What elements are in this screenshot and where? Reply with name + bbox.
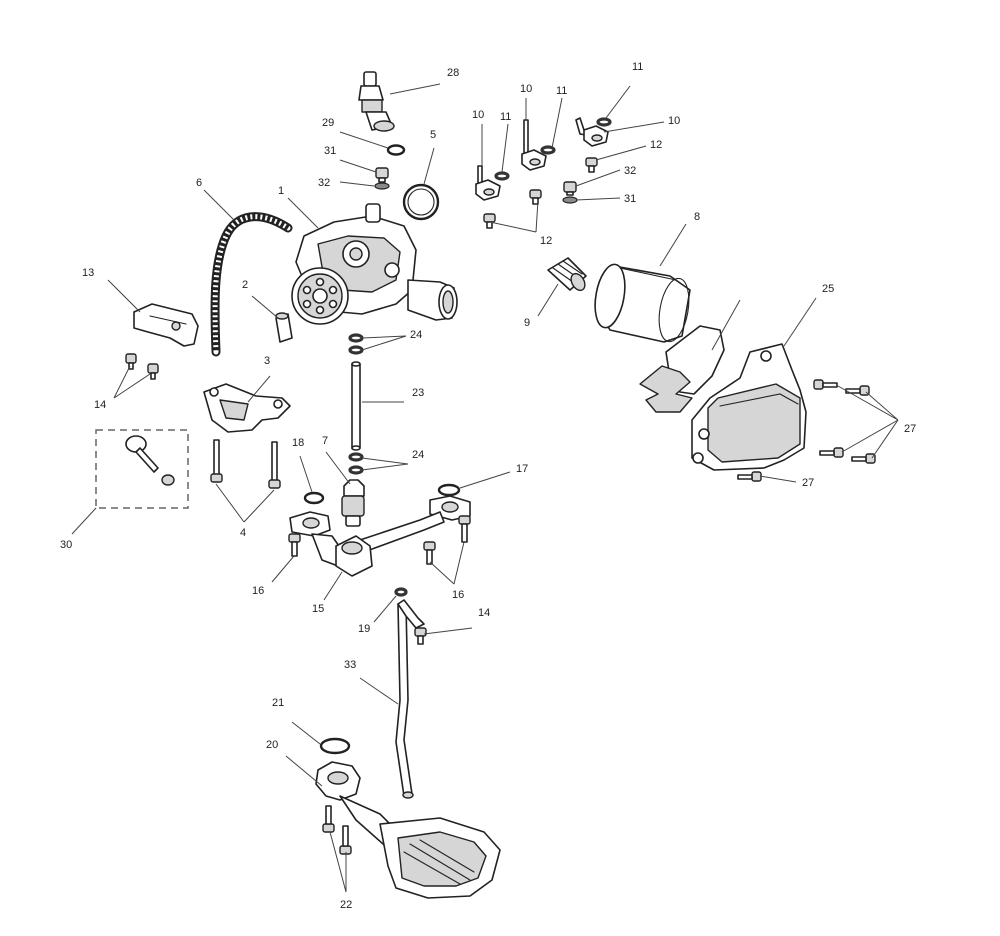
callout-32-right: 32 <box>624 165 636 177</box>
part-6-drive-chain[interactable] <box>210 212 293 357</box>
callout-6: 6 <box>196 177 202 189</box>
part-32-bolt-right[interactable] <box>563 181 577 196</box>
part-25-oil-cooler[interactable] <box>691 343 807 471</box>
callout-15: 15 <box>312 603 324 615</box>
part-18-o-ring[interactable] <box>303 491 325 505</box>
part-11-washer-jet-middle[interactable] <box>540 145 556 155</box>
part-1-oil-pump[interactable] <box>291 203 458 325</box>
callout-31-left: 31 <box>324 145 336 157</box>
part-8-oil-filter[interactable] <box>591 262 694 344</box>
part-30-kit-outline <box>95 429 189 509</box>
part-19-o-ring[interactable] <box>394 587 408 597</box>
part-10-oil-jet-right[interactable] <box>575 117 609 147</box>
callout-11-left: 11 <box>500 111 511 123</box>
part-3-chain-guide[interactable] <box>203 383 291 433</box>
part-30-kit[interactable] <box>125 435 175 486</box>
callout-14-right: 14 <box>478 607 490 619</box>
callout-24-upper: 24 <box>410 329 422 341</box>
callout-22: 22 <box>340 899 352 911</box>
part-20-oil-strainer[interactable] <box>315 761 501 899</box>
part-oil-cooler-gasket[interactable] <box>639 325 725 413</box>
part-31-washer-right[interactable] <box>562 196 578 204</box>
callout-13: 13 <box>82 267 94 279</box>
part-12-bolt-jet-right[interactable] <box>585 157 598 173</box>
part-14-bolt-right[interactable] <box>414 627 427 645</box>
part-22-bolts[interactable] <box>322 805 352 855</box>
part-11-washer-jet-left[interactable] <box>494 171 510 181</box>
callout-labels: 28 29 31 32 5 1 6 2 13 3 14 4 30 24 23 2… <box>60 61 916 911</box>
part-7-relief-valve[interactable] <box>341 479 365 527</box>
callout-33: 33 <box>344 659 356 671</box>
callout-24-lower: 24 <box>412 449 424 461</box>
callout-18: 18 <box>292 437 304 449</box>
callout-3: 3 <box>264 355 270 367</box>
part-14-bolts-left[interactable] <box>125 353 159 380</box>
callout-11-right: 11 <box>632 61 643 73</box>
callout-17: 17 <box>516 463 528 475</box>
part-32-bolt-left[interactable] <box>375 167 389 183</box>
callout-27-bottom: 27 <box>802 477 814 489</box>
part-28-oil-pressure-switch[interactable] <box>358 71 395 132</box>
callout-1: 1 <box>278 185 284 197</box>
part-29-sealing-washer[interactable] <box>386 144 406 156</box>
callout-12-right: 12 <box>650 139 662 151</box>
callout-4: 4 <box>240 527 246 539</box>
part-10-oil-jet-middle[interactable] <box>521 119 547 171</box>
callout-8: 8 <box>694 211 700 223</box>
part-15-oil-pipe[interactable] <box>289 495 471 577</box>
part-11-washer-jet-right[interactable] <box>596 117 612 127</box>
callout-23: 23 <box>412 387 424 399</box>
callout-16-right: 16 <box>452 589 464 601</box>
callout-21: 21 <box>272 697 284 709</box>
part-16-bolts-left[interactable] <box>288 533 301 557</box>
part-16-bolts-right[interactable] <box>423 515 471 565</box>
part-5-o-ring[interactable] <box>402 183 440 221</box>
callout-29: 29 <box>322 117 334 129</box>
part-10-oil-jet-left[interactable] <box>475 165 501 201</box>
part-13-guide-bracket[interactable] <box>133 303 199 347</box>
part-9-filter-adaptor[interactable] <box>547 257 588 293</box>
part-24-o-rings-lower[interactable] <box>348 452 364 475</box>
part-27-bolts[interactable] <box>737 379 876 482</box>
callout-27-right: 27 <box>904 423 916 435</box>
part-33-dipstick-tube[interactable] <box>395 599 425 799</box>
part-23-transfer-tube[interactable] <box>351 361 361 451</box>
callout-19: 19 <box>358 623 370 635</box>
part-21-o-ring[interactable] <box>319 737 351 755</box>
part-31-washer-left[interactable] <box>374 182 390 190</box>
callout-25: 25 <box>822 283 834 295</box>
callout-31-right: 31 <box>624 193 636 205</box>
callout-28: 28 <box>447 67 459 79</box>
callout-9: 9 <box>524 317 530 329</box>
callout-11-middle: 11 <box>556 85 567 97</box>
callout-30: 30 <box>60 539 72 551</box>
part-17-o-ring[interactable] <box>437 483 461 497</box>
callout-32-left: 32 <box>318 177 330 189</box>
callout-10-right: 10 <box>668 115 680 127</box>
callout-7: 7 <box>322 435 328 447</box>
callout-16-left: 16 <box>252 585 264 597</box>
callout-10-middle: 10 <box>520 83 532 95</box>
part-24-o-rings-upper[interactable] <box>348 333 364 355</box>
callout-14-left: 14 <box>94 399 106 411</box>
part-2-dowel[interactable] <box>275 312 293 343</box>
part-4-long-bolts[interactable] <box>210 439 281 489</box>
leader-lines <box>71 83 899 893</box>
callout-10-left: 10 <box>472 109 484 121</box>
part-12-bolt-jet-middle[interactable] <box>529 189 542 205</box>
callout-5: 5 <box>430 129 436 141</box>
callout-12-left: 12 <box>540 235 552 247</box>
callout-20: 20 <box>266 739 278 751</box>
callout-2: 2 <box>242 279 248 291</box>
part-12-bolt-jet-left[interactable] <box>483 213 496 229</box>
